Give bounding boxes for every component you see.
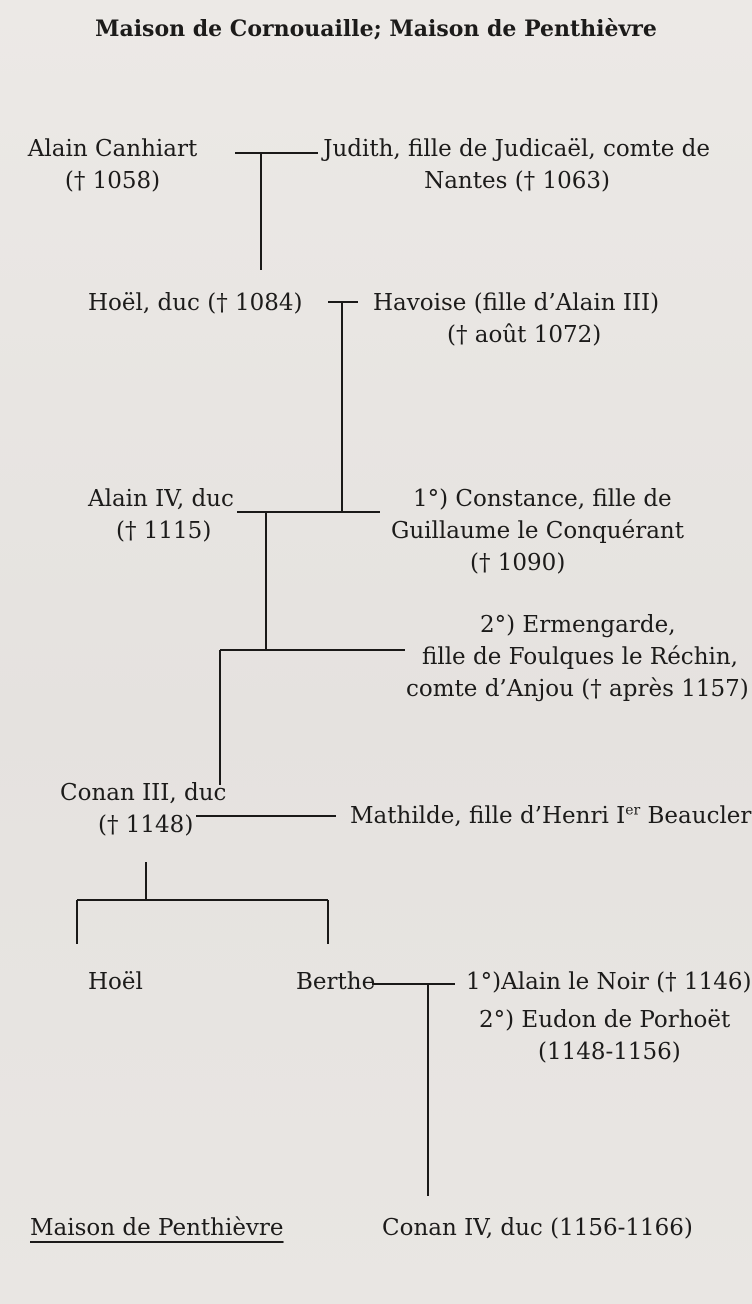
person-hoel-duc: Hoël, duc († 1084) bbox=[88, 290, 303, 316]
dates-ermengarde: comte d’Anjou († après 1157) bbox=[406, 676, 749, 702]
dates-eudon: (1148-1156) bbox=[538, 1039, 681, 1065]
person-alain-iv: Alain IV, duc bbox=[88, 486, 234, 512]
person-ermengarde: 2°) Ermengarde, bbox=[480, 612, 676, 638]
person-ermengarde-cont: fille de Foulques le Réchin, bbox=[422, 644, 738, 670]
person-hoel: Hoël bbox=[88, 969, 143, 995]
person-conan-iii: Conan III, duc bbox=[60, 780, 227, 806]
dates-alain-canhiart: († 1058) bbox=[64, 168, 161, 194]
person-alain-le-noir: 1°)Alain le Noir († 1146) bbox=[466, 969, 752, 995]
dates-alain-iv: († 1115) bbox=[116, 518, 212, 544]
page-title: Maison de Cornouaille; Maison de Penthiè… bbox=[95, 16, 657, 42]
person-eudon: 2°) Eudon de Porhoët bbox=[479, 1007, 731, 1033]
person-constance-cont: Guillaume le Conquérant bbox=[391, 518, 684, 544]
dates-constance: († 1090) bbox=[470, 550, 566, 576]
dates-havoise: († août 1072) bbox=[447, 322, 602, 348]
person-conan-iv: Conan IV, duc (1156-1166) bbox=[382, 1215, 693, 1241]
dates-conan-iii: († 1148) bbox=[98, 812, 194, 838]
person-havoise: Havoise (fille d’Alain III) bbox=[373, 290, 660, 316]
person-mathilde: Mathilde, fille d’Henri Ier Beauclerc bbox=[350, 802, 752, 829]
house-penthievre: Maison de Penthièvre bbox=[30, 1215, 284, 1241]
person-constance: 1°) Constance, fille de bbox=[413, 486, 672, 512]
person-judith: Judith, fille de Judicaël, comte de bbox=[323, 136, 710, 162]
person-alain-canhiart: Alain Canhiart bbox=[27, 136, 198, 162]
person-judith-cont: Nantes († 1063) bbox=[424, 168, 610, 194]
person-berthe: Berthe bbox=[296, 969, 376, 995]
